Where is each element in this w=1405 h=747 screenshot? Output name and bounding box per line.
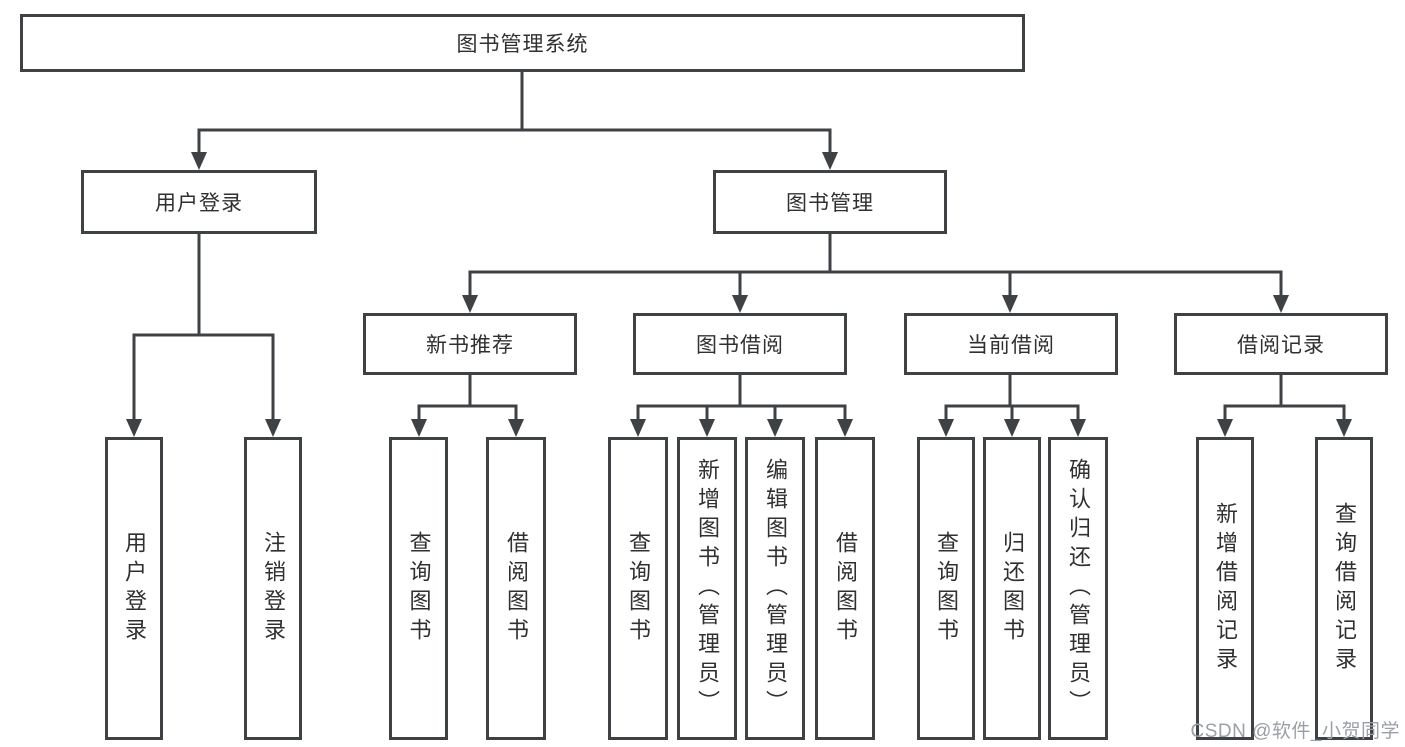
node-new-book-recommend: 新书推荐 — [363, 313, 577, 375]
node-label: 新书推荐 — [426, 334, 514, 357]
node-label: 图书借阅 — [696, 334, 784, 357]
node-label: 当前借阅 — [967, 334, 1055, 357]
leaf-logout: 注销登录 — [244, 437, 302, 740]
node-label: 用户登录 — [122, 530, 147, 647]
node-label: 查询借阅记录 — [1332, 501, 1357, 676]
node-label: 借阅记录 — [1237, 334, 1325, 357]
node-book-management: 图书管理 — [713, 170, 947, 234]
node-label: 用户登录 — [155, 192, 243, 215]
node-book-borrow: 图书借阅 — [633, 313, 847, 375]
node-label: 图书管理系统 — [456, 33, 589, 56]
node-label: 查询图书 — [934, 530, 959, 647]
node-label: 确认归还（管理员） — [1066, 458, 1091, 719]
leaf-query-books-current: 查询图书 — [917, 437, 975, 740]
node-label: 图书管理 — [786, 192, 874, 215]
node-label: 新增借阅记录 — [1213, 501, 1238, 676]
leaf-borrow-books-recommend: 借阅图书 — [486, 437, 546, 740]
leaf-confirm-return-admin: 确认归还（管理员） — [1048, 437, 1108, 740]
node-label: 注销登录 — [261, 530, 286, 647]
leaf-add-book-admin: 新增图书（管理员） — [677, 437, 737, 740]
node-borrow-records: 借阅记录 — [1174, 313, 1388, 375]
node-library-system: 图书管理系统 — [20, 14, 1025, 72]
node-user-login: 用户登录 — [81, 170, 317, 234]
leaf-query-borrow-record: 查询借阅记录 — [1315, 437, 1373, 740]
node-label: 借阅图书 — [833, 530, 858, 647]
node-current-borrow: 当前借阅 — [904, 313, 1118, 375]
node-label: 归还图书 — [1000, 530, 1025, 647]
leaf-query-books-borrow: 查询图书 — [608, 437, 668, 740]
leaf-user-login: 用户登录 — [105, 437, 163, 740]
node-label: 查询图书 — [626, 530, 651, 647]
leaf-return-book: 归还图书 — [983, 437, 1041, 740]
node-label: 借阅图书 — [504, 530, 529, 647]
leaf-query-books-recommend: 查询图书 — [389, 437, 448, 740]
node-label: 编辑图书（管理员） — [763, 458, 788, 719]
node-label: 新增图书（管理员） — [695, 458, 720, 719]
leaf-borrow-books: 借阅图书 — [815, 437, 875, 740]
leaf-edit-book-admin: 编辑图书（管理员） — [745, 437, 805, 740]
node-label: 查询图书 — [406, 530, 432, 647]
leaf-add-borrow-record: 新增借阅记录 — [1196, 437, 1254, 740]
csdn-watermark: CSDN @软件_小贺同学 — [1190, 721, 1400, 742]
